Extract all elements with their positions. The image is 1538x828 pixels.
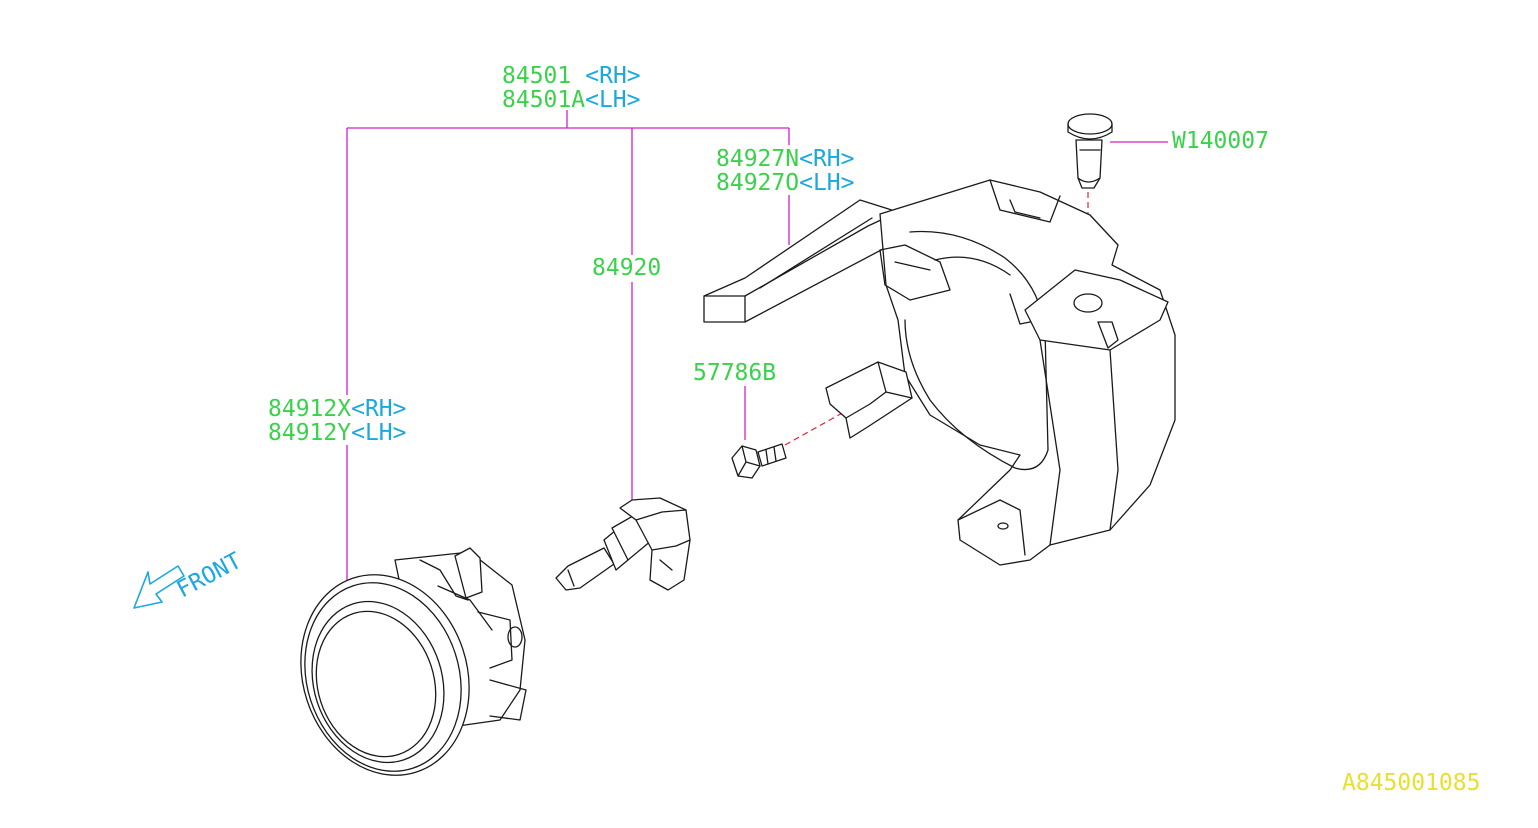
callout-lamp-unit: 84912X<RH> 84912Y<LH> bbox=[268, 396, 406, 446]
callout-cover: 84927N<RH> 84927O<LH> bbox=[716, 146, 854, 196]
front-indicator: FRONT bbox=[133, 548, 246, 609]
callout-fog-lamp-assy: 84501 <RH> 84501A<LH> bbox=[502, 63, 641, 113]
part-number: 84912Y bbox=[268, 420, 351, 446]
side-code: <LH> bbox=[799, 170, 854, 196]
callout-clip: W140007 bbox=[1172, 128, 1269, 154]
part-number: 84501A bbox=[502, 87, 585, 113]
svg-text:84501A<LH>: 84501A<LH> bbox=[502, 87, 640, 113]
screw-part bbox=[731, 443, 787, 479]
part-number: 84912X bbox=[268, 396, 351, 422]
callout-bulb: 84920 bbox=[592, 255, 661, 281]
svg-text:84927N<RH>: 84927N<RH> bbox=[716, 146, 854, 172]
clip-part bbox=[1067, 113, 1113, 189]
side-code: <RH> bbox=[351, 396, 406, 422]
lamp-unit-part bbox=[300, 547, 527, 776]
svg-text:84912X<RH>: 84912X<RH> bbox=[268, 396, 406, 422]
side-code: <RH> bbox=[799, 146, 854, 172]
cover-part bbox=[703, 179, 1176, 566]
front-label: FRONT bbox=[173, 548, 246, 604]
leader-lines bbox=[346, 110, 1168, 580]
part-number: 84927O bbox=[716, 170, 799, 196]
side-code: <RH> bbox=[585, 63, 640, 89]
svg-text:84501<RH>: 84501 <RH> bbox=[502, 63, 641, 89]
bulb-part bbox=[555, 497, 691, 591]
drawing-id: A845001085 bbox=[1342, 770, 1480, 796]
side-code: <LH> bbox=[585, 87, 640, 113]
svg-text:84912Y<LH>: 84912Y<LH> bbox=[268, 420, 406, 446]
svg-text:84927O<LH>: 84927O<LH> bbox=[716, 170, 854, 196]
side-code: <LH> bbox=[351, 420, 406, 446]
part-number: 84927N bbox=[716, 146, 799, 172]
callout-screw: 57786B bbox=[693, 360, 776, 386]
front-arrow-icon bbox=[133, 565, 185, 609]
part-number: 84501 bbox=[502, 63, 571, 89]
